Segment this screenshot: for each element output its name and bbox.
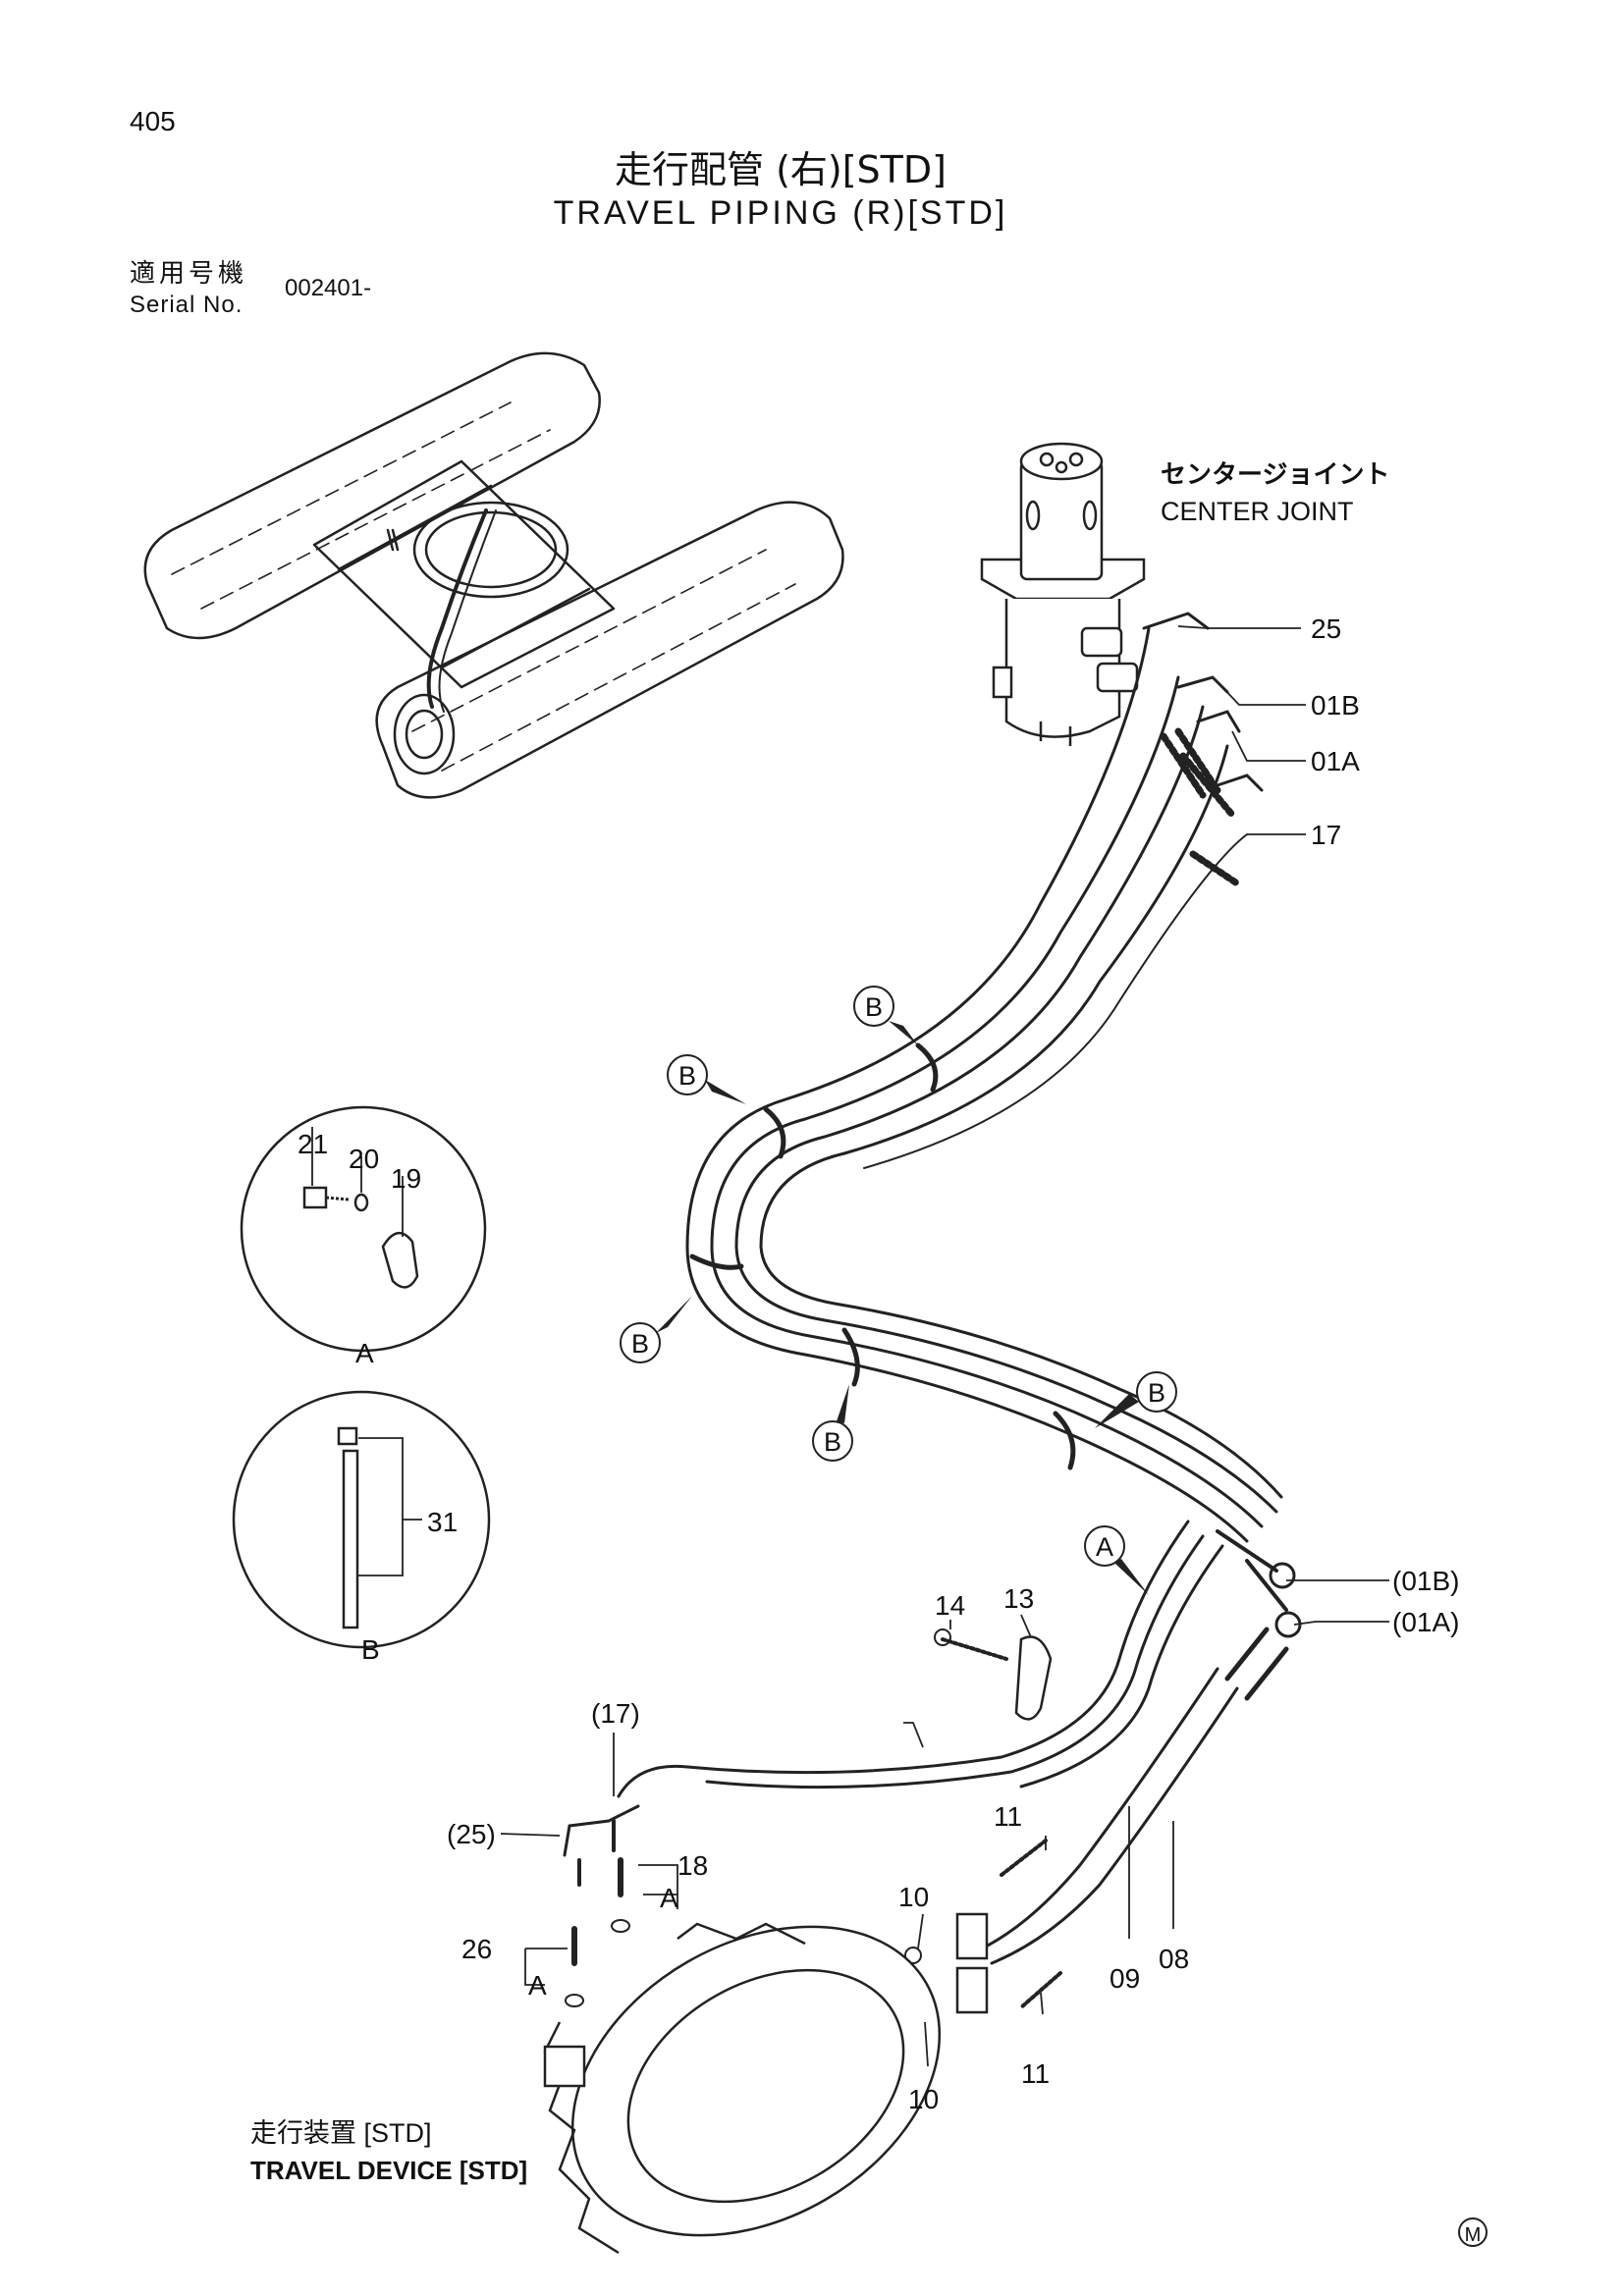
marker-b-5: B xyxy=(1095,1371,1177,1428)
marker-b-3-label: B xyxy=(631,1329,649,1359)
detail-circle-b xyxy=(232,1390,491,1649)
marker-a-label: A xyxy=(1096,1532,1113,1562)
title-japanese: 走行配管 (右)[STD] xyxy=(615,148,947,191)
center-joint-label-english: CENTER JOINT xyxy=(1161,497,1354,526)
callout-11-top: 11 xyxy=(994,1801,1022,1832)
callout-08: 08 xyxy=(1159,1944,1189,1974)
callout-31: 31 xyxy=(427,1507,458,1537)
title-english: TRAVEL PIPING (R)[STD] xyxy=(553,194,1008,232)
serial-label-japanese: 適用号機 xyxy=(130,259,248,289)
hose-bundle xyxy=(563,612,1302,2023)
undercarriage-overview xyxy=(143,351,844,799)
center-joint-label-japanese: センタージョイント xyxy=(1161,459,1389,489)
marker-b-4-label: B xyxy=(824,1427,841,1457)
marker-b-1-label: B xyxy=(865,992,883,1022)
marker-b-5-label: B xyxy=(1148,1378,1165,1408)
callout-13: 13 xyxy=(1003,1583,1034,1614)
detail-circle-b-label: B xyxy=(361,1634,380,1665)
callout-14: 14 xyxy=(935,1590,965,1621)
callout-01a: 01A xyxy=(1311,746,1360,776)
manufacturer-mark: M xyxy=(1458,2217,1488,2247)
center-joint xyxy=(980,442,1146,746)
marker-a-small-18: A xyxy=(660,1883,678,1913)
marker-a: A xyxy=(1084,1525,1149,1595)
marker-b-2-label: B xyxy=(678,1061,696,1091)
serial-number-value: 002401- xyxy=(285,275,372,301)
callout-20: 20 xyxy=(349,1144,379,1174)
manufacturer-mark-letter: M xyxy=(1465,2224,1482,2246)
callout-01b-ref: (01B) xyxy=(1392,1566,1459,1596)
travel-device-label-english: TRAVEL DEVICE [STD] xyxy=(250,2156,527,2185)
detail-circle-a-label: A xyxy=(355,1338,374,1368)
clamp-markers: B B B B B A xyxy=(620,986,1177,1595)
callout-19: 19 xyxy=(391,1163,421,1194)
callout-18: 18 xyxy=(677,1850,708,1881)
marker-b-4: B xyxy=(812,1384,853,1462)
detail-circle-a xyxy=(240,1105,487,1353)
callout-10-top: 10 xyxy=(898,1882,929,1912)
callout-01a-ref: (01A) xyxy=(1392,1607,1459,1637)
marker-b-1: B xyxy=(853,986,918,1045)
callout-21: 21 xyxy=(298,1129,328,1159)
travel-device-label-japanese: 走行装置 [STD] xyxy=(250,2118,432,2148)
page-number: 405 xyxy=(130,106,176,136)
callout-17: 17 xyxy=(1311,820,1341,850)
callout-17-ref: (17) xyxy=(591,1698,640,1729)
callout-25: 25 xyxy=(1311,614,1341,644)
travel-device xyxy=(543,1922,942,2255)
callout-26: 26 xyxy=(461,1934,492,1964)
callout-09: 09 xyxy=(1110,1963,1140,1994)
serial-label-english: Serial No. xyxy=(130,292,244,318)
marker-a-small-26: A xyxy=(528,1970,547,2001)
marker-b-2: B xyxy=(667,1054,746,1104)
callout-10-bottom: 10 xyxy=(908,2084,939,2114)
callout-25-ref: (25) xyxy=(447,1819,496,1849)
marker-b-3: B xyxy=(620,1296,692,1363)
callout-11-bottom: 11 xyxy=(1021,2058,1050,2089)
callout-01b: 01B xyxy=(1311,690,1360,721)
leader-lines xyxy=(500,625,1389,2067)
